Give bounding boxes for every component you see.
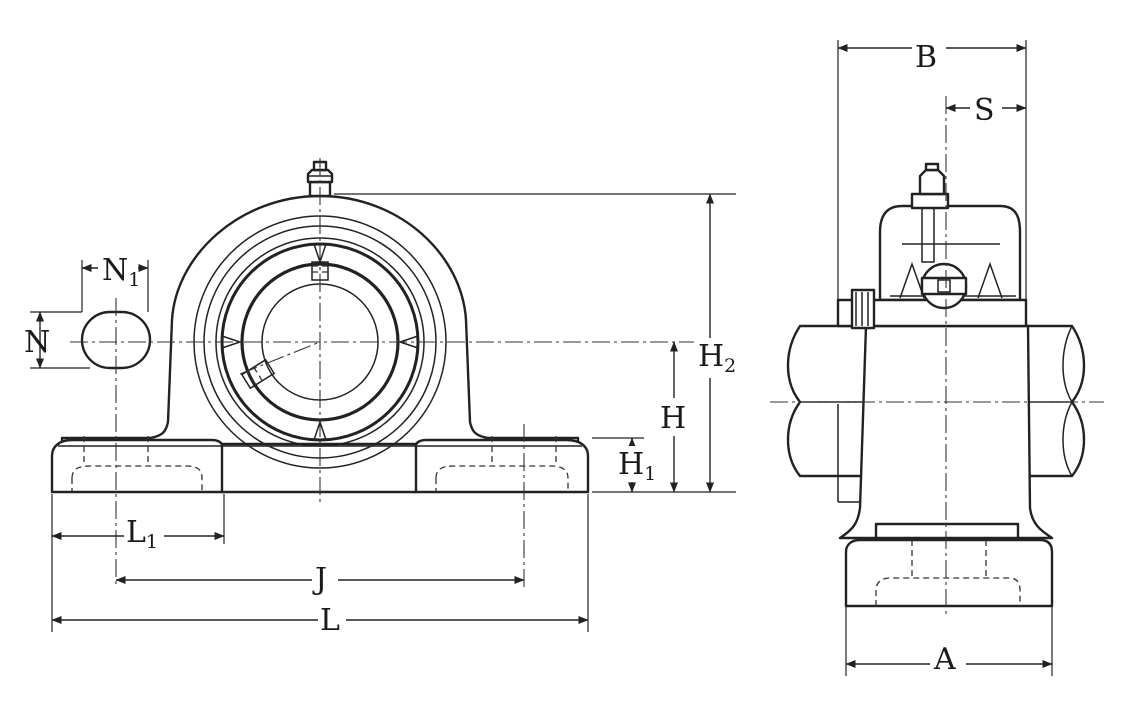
grease-fitting-side: [910, 162, 950, 263]
set-screw-side: [850, 288, 876, 330]
label-n1: N1: [102, 253, 140, 291]
front-view: N1 N H2 H H1 L1 J L: [24, 158, 742, 638]
label-h2: H2: [698, 339, 736, 377]
label-h: H: [660, 401, 686, 436]
label-n: N: [24, 325, 50, 360]
label-a: A: [933, 642, 956, 677]
label-l: L: [320, 603, 340, 638]
side-base: [844, 538, 1054, 608]
label-b: B: [915, 40, 937, 75]
set-screw-angled: [240, 358, 276, 390]
side-view: B S A: [770, 36, 1104, 678]
label-h1: H1: [618, 447, 656, 485]
label-s: S: [974, 93, 995, 128]
label-l1: L1: [126, 515, 158, 553]
bolt-slot-left: [71, 465, 203, 492]
label-j: J: [312, 562, 327, 597]
bolt-slot-right: [435, 465, 569, 492]
